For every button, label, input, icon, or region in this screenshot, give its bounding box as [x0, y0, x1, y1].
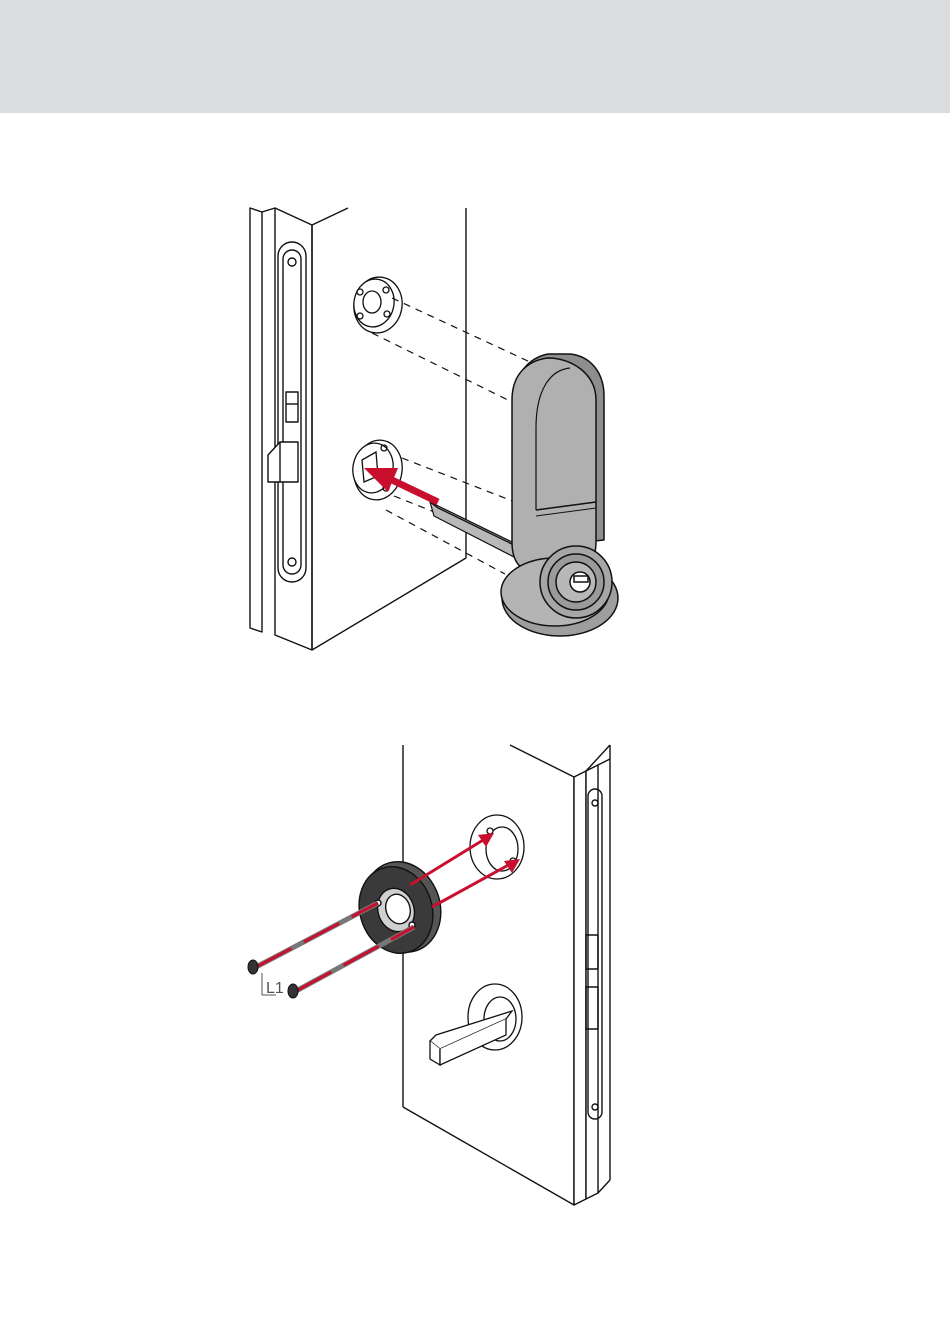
upper-rosette: [350, 273, 407, 336]
handle-unit: [501, 354, 618, 636]
header-band: [0, 0, 950, 113]
figure-mount-handle: [0, 190, 950, 660]
diagram-rosette-install: L1: [0, 735, 950, 1215]
screw-length-label: L1: [266, 980, 284, 997]
diagram-handle-install: [0, 190, 950, 660]
door-rosette-lower: [430, 984, 522, 1065]
door-rosette-upper: [470, 815, 524, 879]
figure-mount-rosette: L1: [0, 735, 950, 1215]
